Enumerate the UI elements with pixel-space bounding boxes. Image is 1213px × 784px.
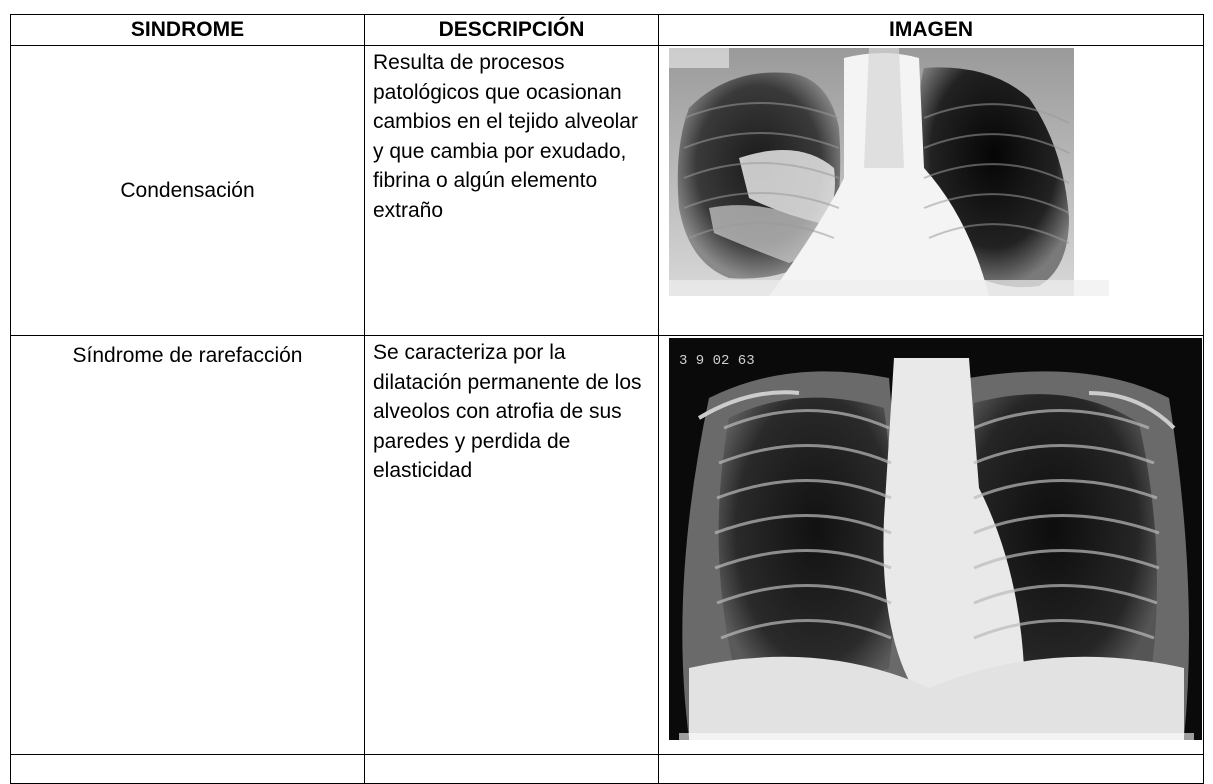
image-cell [658,754,1204,784]
header-imagen: IMAGEN [658,14,1204,46]
header-row: SINDROME DESCRIPCIÓN IMAGEN [10,14,1204,46]
syndrome-name: Condensación [10,45,365,336]
image-cell [658,45,1204,336]
header-sindrome: SINDROME [10,14,365,46]
table-row: Condensación Resulta de procesos patológ… [10,45,1204,336]
table-row: Síndrome de rarefacción Se caracteriza p… [10,335,1204,755]
xray-marker-text: 3 9 02 63 [679,353,755,369]
image-cell: 3 9 02 63 [658,335,1204,755]
syndrome-name [10,754,365,784]
chest-xray-condensation-image [669,48,1109,296]
table-row [10,754,1204,784]
syndrome-description [364,754,659,784]
syndrome-description: Resulta de procesos patológicos que ocas… [364,45,659,336]
chest-xray-rarefaction-image: 3 9 02 63 [669,338,1202,740]
header-descripcion: DESCRIPCIÓN [364,14,659,46]
syndrome-description: Se caracteriza por la dilatación permane… [364,335,659,755]
syndrome-table: SINDROME DESCRIPCIÓN IMAGEN Condensación… [10,14,1204,784]
syndrome-name: Síndrome de rarefacción [10,335,365,755]
